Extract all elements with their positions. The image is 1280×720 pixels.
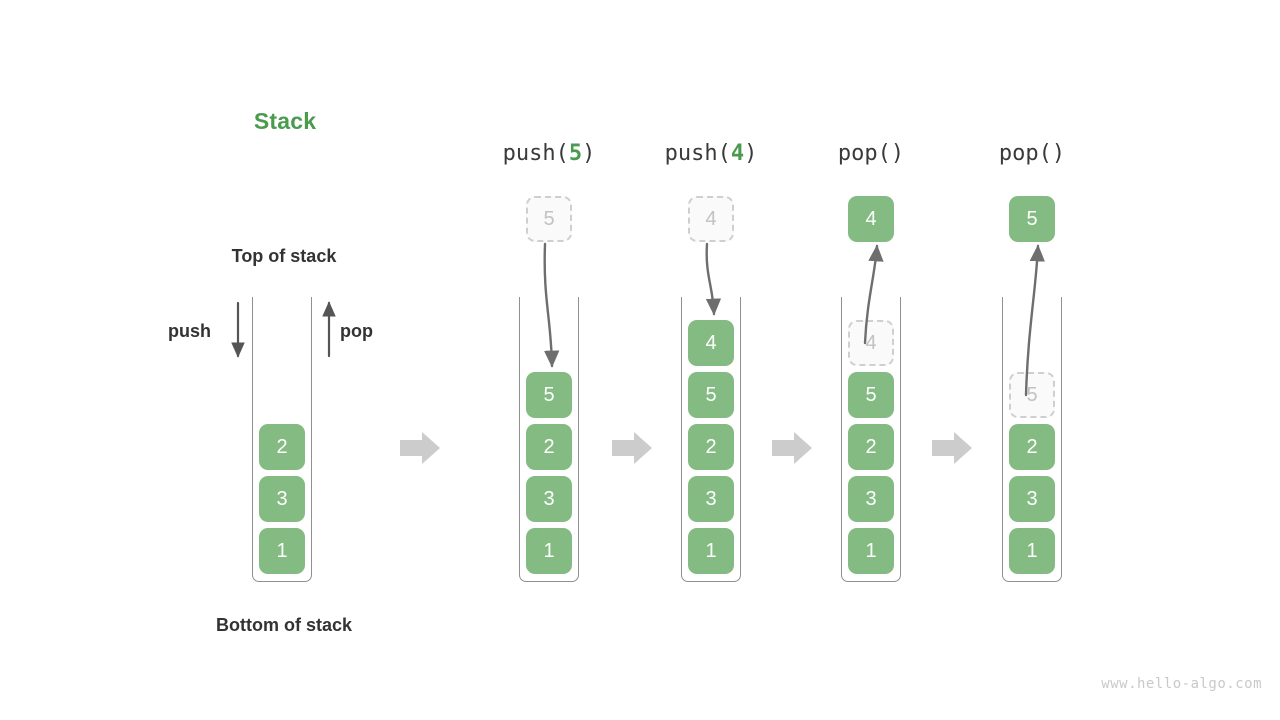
stack-cell-1-0: 4 (688, 320, 734, 366)
operation-name: pop( (998, 141, 1052, 166)
initial-stack-cell: 1 (259, 528, 305, 574)
push-label: push (168, 321, 211, 341)
operation-name: push( (664, 141, 731, 166)
stack-cell-2-3: 3 (848, 476, 894, 522)
initial-stack-cell: 3 (259, 476, 305, 522)
stack-cell-1-3: 3 (688, 476, 734, 522)
stack-cell-1-2: 2 (688, 424, 734, 470)
stack-cell-2-1: 5 (848, 372, 894, 418)
operation-name: pop( (837, 141, 891, 166)
stack-cell-3-3: 1 (1009, 528, 1055, 574)
operation-close-paren: ) (890, 141, 905, 166)
pop-label: pop (340, 321, 373, 341)
floating-cell-0: 5 (526, 196, 572, 242)
stack-cell-0-1: 2 (526, 424, 572, 470)
stack-cell-0-2: 3 (526, 476, 572, 522)
transition-arrow-icon-1 (612, 432, 652, 464)
top-of-stack-label: Top of stack (231, 246, 337, 266)
transition-arrow-icon-3 (932, 432, 972, 464)
operation-header-pop-3: pop() (942, 141, 1122, 166)
stack-cell-2-4: 1 (848, 528, 894, 574)
operation-header-push-1: push(4) (621, 141, 801, 166)
transition-arrow-icon-2 (772, 432, 812, 464)
watermark: www.hello-algo.com (1101, 676, 1262, 692)
operation-close-paren: ) (1051, 141, 1066, 166)
stack-cell-2-2: 2 (848, 424, 894, 470)
stack-cell-3-1: 2 (1009, 424, 1055, 470)
initial-stack-cell: 2 (259, 424, 305, 470)
page-title: Stack (253, 108, 317, 134)
operation-argument: 5 (568, 141, 583, 166)
operation-close-paren: ) (744, 141, 758, 166)
operation-header-push-0: push(5) (459, 141, 639, 166)
stack-cell-1-1: 5 (688, 372, 734, 418)
stack-cell-2-0: 4 (848, 320, 894, 366)
stack-cell-1-4: 1 (688, 528, 734, 574)
bottom-of-stack-label: Bottom of stack (215, 615, 352, 635)
stack-cell-0-0: 5 (526, 372, 572, 418)
operation-header-pop-2: pop() (781, 141, 961, 166)
stack-cell-0-3: 1 (526, 528, 572, 574)
operation-name: push( (502, 141, 569, 166)
floating-cell-1: 4 (688, 196, 734, 242)
floating-cell-3: 5 (1009, 196, 1055, 242)
stack-cell-3-2: 3 (1009, 476, 1055, 522)
floating-cell-2: 4 (848, 196, 894, 242)
stack-cell-3-0: 5 (1009, 372, 1055, 418)
operation-argument: 4 (730, 141, 745, 166)
transition-arrow-icon-0 (400, 432, 440, 464)
operation-close-paren: ) (582, 141, 596, 166)
